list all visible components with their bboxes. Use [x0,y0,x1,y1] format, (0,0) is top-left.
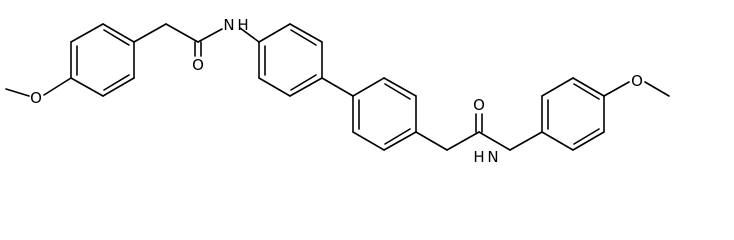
atom-h-amide-left: H [237,16,248,34]
bond-n-carbonyl-right [446,131,480,151]
atom-o-methoxy-left: O [30,89,42,107]
ring-d-methoxyphenyl-right [541,77,605,151]
ring-c-biphenyl-right [352,77,417,151]
atom-n-amide-left: N [223,16,234,34]
bond-carbonyl-n-left [197,28,223,43]
atom-n-amide-right: N [487,148,498,166]
bond-ring-o-right [603,81,630,97]
bond-methyl-o-left [5,88,30,97]
atom-labels: O N H O O N H O [30,16,643,166]
atom-o-carbonyl-left: O [192,56,204,74]
bond-biaryl [321,77,354,97]
atom-h-amide-right: H [473,148,484,166]
bond-carbonyl-ch2-right [478,131,511,151]
ring-b-biphenyl-left [258,23,323,97]
bond-o-methyl-right [644,81,670,97]
molecule-structure-diagram: O N H O O N H O [5,16,670,166]
bond-o-ring-left [43,77,72,96]
atom-o-carbonyl-right: O [473,96,485,114]
bond-ring-ch2-left [133,23,167,43]
bond-ring-n-right [415,131,448,151]
bond-ch2-carbonyl-left [165,23,199,43]
bond-n-ring-left [239,27,260,43]
ring-a-methoxyphenyl-left [70,23,135,97]
atom-o-methoxy-right: O [631,72,643,90]
bond-ch2-ring-right [509,131,543,151]
bonds [5,23,670,151]
